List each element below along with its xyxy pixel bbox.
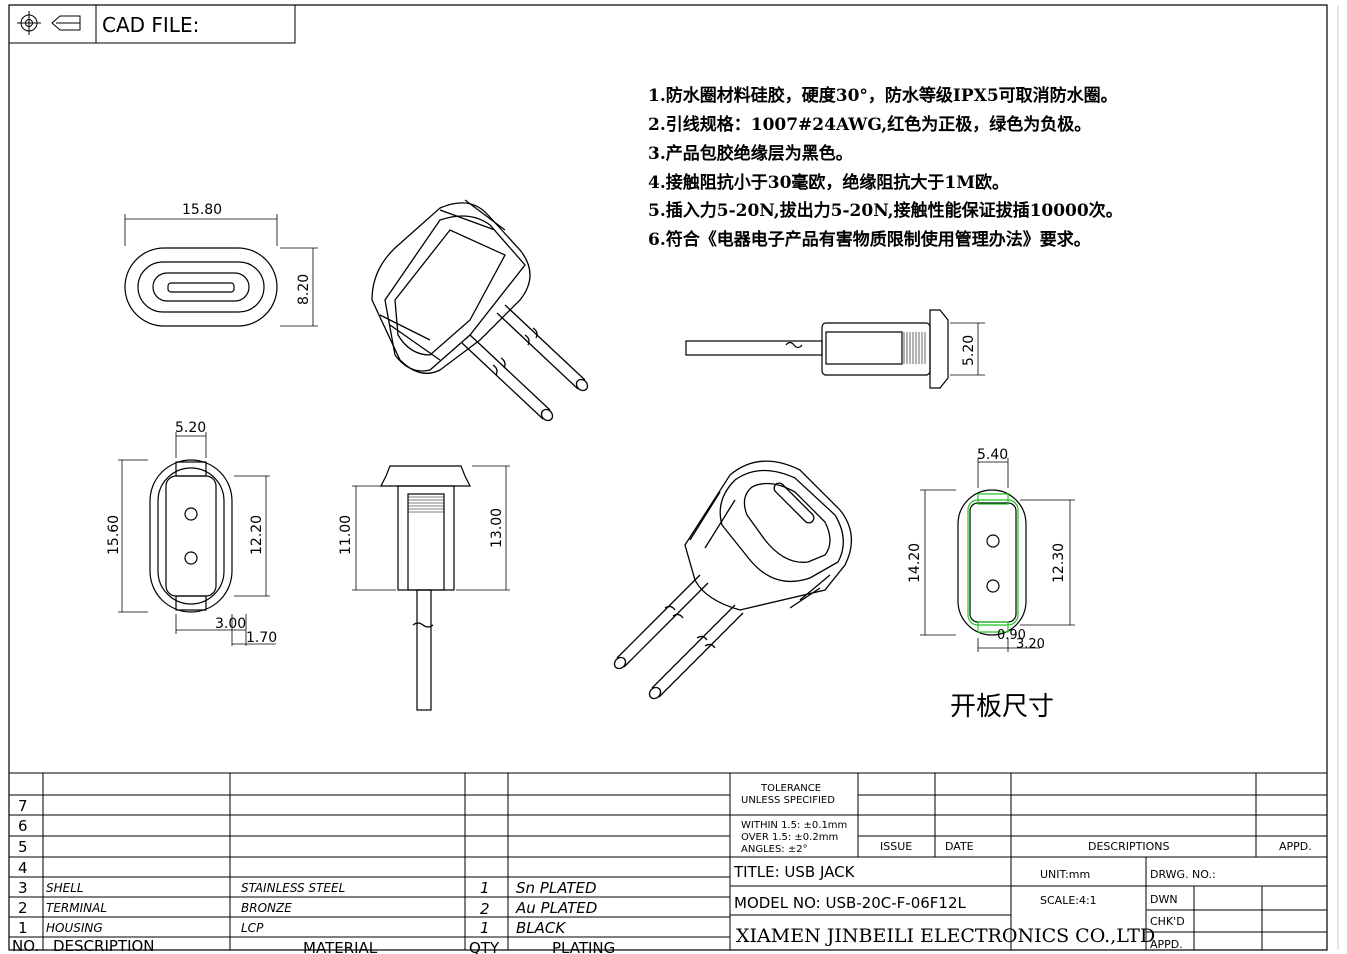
scale-field: SCALE:4:1 (1040, 894, 1097, 907)
tolerance-label: TOLERANCE (760, 783, 821, 794)
bom-row-no: 7 (18, 797, 28, 815)
bom-qty: 1 (480, 919, 490, 937)
bom-row-no: 4 (18, 859, 28, 877)
bom-plating: BLACK (516, 919, 566, 937)
chkd-field: CHK'D (1150, 915, 1185, 928)
dim-top-width: 5.20 (175, 420, 206, 436)
note-3: 3.产品包胶绝缘层为黑色。 (648, 143, 853, 164)
bom-header-qty: QTY (469, 939, 500, 954)
unit-field: UNIT:mm (1040, 868, 1090, 881)
dim-cutout-small-b: 3.20 (1016, 637, 1045, 652)
projection-symbol-icon (17, 11, 81, 35)
dim-cutout-small-a: 0.90 (997, 628, 1026, 643)
date-header: DATE (945, 840, 974, 853)
bom-row-no: 6 (18, 817, 28, 835)
title-block-grid (9, 772, 1327, 950)
company-name: XIAMEN JINBEILI ELECTRONICS CO.,LTD (736, 925, 1155, 947)
tolerance-angles: ANGLES: ±2° (741, 844, 808, 855)
note-1: 1.防水圈材料硅胶，硬度30°，防水等级IPX5可取消防水圈。 (648, 85, 1118, 106)
cad-file-label: CAD FILE: (102, 13, 199, 37)
cad-header: CAD FILE: (8, 4, 296, 44)
bom-row-no: 1 (18, 919, 28, 937)
dim-side-height-b: 13.00 (489, 508, 505, 548)
dim-cutout-height-outer: 14.20 (907, 543, 923, 583)
sheet-border (8, 4, 1328, 951)
note-5: 5.插入力5-20N,拔出力5-20N,接触性能保证拔插10000次。 (648, 200, 1123, 221)
tolerance-unless: UNLESS SPECIFIED (741, 795, 835, 806)
dim-front-width: 15.80 (182, 202, 222, 218)
top-view-left (118, 432, 276, 646)
bom-material: STAINLESS STEEL (241, 881, 345, 895)
side-view-right (685, 309, 985, 389)
cutout-view (920, 458, 1075, 652)
title-block-text: TOLERANCE UNLESS SPECIFIED WITHIN 1.5: ±… (733, 783, 1312, 951)
issue-header: ISSUE (880, 840, 912, 853)
note-2: 2.引线规格：1007#24AWG,红色为正极，绿色为负极。 (648, 114, 1091, 135)
bom-desc: HOUSING (46, 921, 103, 935)
title-field: TITLE: USB JACK (733, 863, 856, 881)
bom-header-plating: PLATING (552, 939, 615, 954)
notes-block: 1.防水圈材料硅胶，硬度30°，防水等级IPX5可取消防水圈。 2.引线规格：1… (648, 85, 1123, 250)
bom-plating: Au PLATED (515, 899, 597, 917)
bom-material: LCP (241, 921, 264, 935)
descriptions-header: DESCRIPTIONS (1088, 840, 1169, 853)
dim-top-bottom-a: 3.00 (215, 616, 246, 632)
front-view (124, 214, 318, 327)
dim-top-bottom-b: 1.70 (246, 630, 277, 646)
iso-view-top (371, 199, 589, 422)
bom-header-material: MATERIAL (303, 939, 378, 954)
tolerance-over: OVER 1.5: ±0.2mm (741, 832, 838, 843)
appd-field: APPD. (1150, 938, 1183, 951)
appd-header: APPD. (1279, 840, 1312, 853)
panel-cutout-label: 开板尺寸 (950, 692, 1054, 722)
note-4: 4.接触阻抗小于30毫欧，绝缘阻抗大于1M欧。 (648, 172, 1009, 193)
dim-cutout-width: 5.40 (977, 447, 1008, 463)
bom-row-no: 2 (18, 899, 28, 917)
bom-row-no: 5 (18, 838, 28, 856)
dim-cutout-height-inner: 12.30 (1051, 543, 1067, 583)
bom-row-no: 3 (18, 879, 28, 897)
bom-qty: 2 (480, 900, 490, 918)
bom-desc: SHELL (46, 881, 84, 895)
iso-view-bottom (613, 460, 852, 700)
note-6: 6.符合《电器电子产品有害物质限制使用管理办法》要求。 (648, 229, 1091, 250)
bom-header-no: NO. (12, 937, 39, 954)
bom-plating: Sn PLATED (516, 879, 597, 897)
bom-material: BRONZE (241, 901, 292, 915)
dwn-field: DWN (1150, 893, 1178, 906)
side-view-middle (352, 465, 510, 711)
dim-top-height-inner: 12.20 (249, 515, 265, 555)
tolerance-within: WITHIN 1.5: ±0.1mm (741, 820, 847, 831)
model-no-field: MODEL NO: USB-20C-F-06F12L (734, 894, 967, 912)
bom-desc: TERMINAL (46, 901, 107, 915)
bom-qty: 1 (480, 879, 490, 897)
dim-top-height-outer: 15.60 (106, 515, 122, 555)
dim-side-height-a: 11.00 (338, 515, 354, 555)
drwg-no-field: DRWG. NO.: (1150, 868, 1216, 881)
dim-side-right-height: 5.20 (961, 335, 977, 366)
dim-front-height: 8.20 (296, 274, 312, 305)
bom-table: 7 6 5 4 3 2 1 SHELL TERMINAL HOUSING STA… (12, 797, 615, 954)
bom-header-desc: DESCRIPTION (53, 937, 155, 954)
